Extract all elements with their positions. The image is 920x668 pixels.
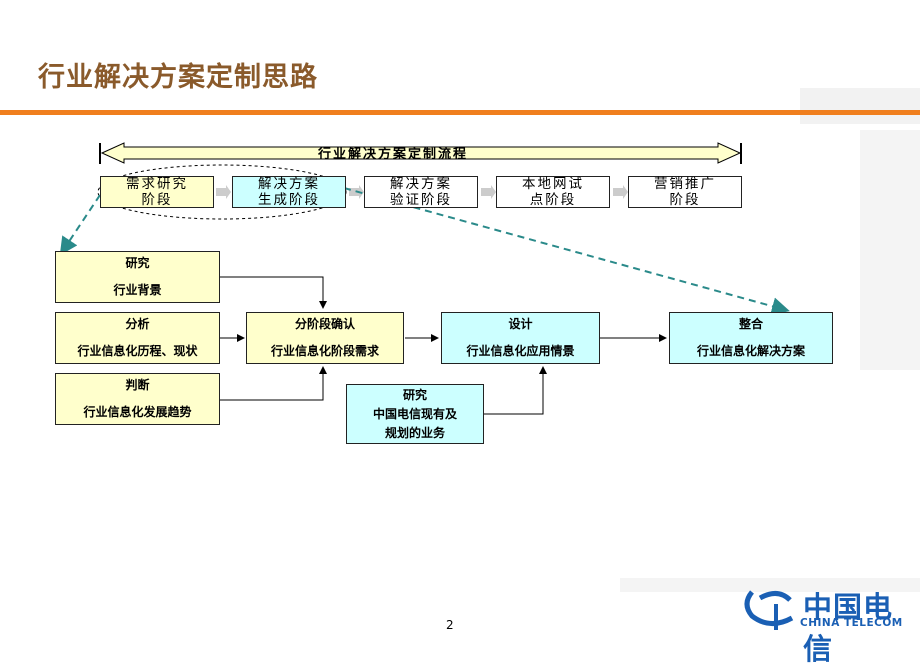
stage-line: 营销推广 — [654, 176, 716, 192]
step-confirm-stage-needs: 分阶段确认 行业信息化阶段需求 — [246, 312, 404, 364]
box-line: 整合 — [738, 317, 763, 331]
box-line: 中国电信现有及 — [372, 406, 457, 421]
box-line: 行业信息化应用情景 — [466, 344, 575, 358]
step-design-application: 设计 行业信息化应用情景 — [441, 312, 600, 364]
stage-solution-validation: 解决方案 验证阶段 — [364, 176, 478, 208]
stage-line: 需求研究 — [126, 176, 188, 192]
stage-local-pilot: 本地网试 点阶段 — [496, 176, 610, 208]
stage-line: 生成阶段 — [258, 192, 320, 208]
stage-line: 解决方案 — [390, 176, 452, 192]
china-telecom-logo-icon — [744, 590, 794, 630]
box-line: 判断 — [125, 378, 150, 392]
logo-english-text: CHINA TELECOM — [800, 617, 903, 629]
stage-line: 阶段 — [669, 192, 701, 208]
flow-label: 行业解决方案定制流程 — [318, 147, 469, 162]
page-number: 2 — [446, 618, 454, 632]
dashed-link-to-integrate — [343, 187, 790, 315]
step-integrate-solution: 整合 行业信息化解决方案 — [669, 312, 833, 364]
input-research-industry-background: 研究 行业背景 — [55, 251, 220, 303]
stage-line: 本地网试 — [522, 176, 584, 192]
stage-highlight-ellipse — [97, 164, 347, 220]
input-analyze-industry-history: 分析 行业信息化历程、现状 — [55, 312, 220, 364]
box-line: 研究 — [125, 256, 150, 270]
input-judge-development-trend: 判断 行业信息化发展趋势 — [55, 373, 220, 425]
connector-layer — [59, 142, 790, 415]
title-rule — [0, 110, 920, 115]
background-decoration — [620, 578, 920, 592]
stage-line: 阶段 — [141, 192, 173, 208]
box-line: 分阶段确认 — [294, 317, 355, 331]
box-line: 行业信息化解决方案 — [696, 344, 805, 358]
slide: 行业解决方案定制思路 — [0, 62, 920, 666]
box-line: 设计 — [508, 317, 533, 331]
stage-requirement-research: 需求研究 阶段 — [100, 176, 214, 208]
box-line: 分析 — [125, 317, 150, 331]
box-line: 行业信息化历程、现状 — [77, 344, 198, 358]
process-arrow — [99, 142, 742, 164]
box-line: 行业信息化发展趋势 — [83, 405, 192, 419]
stage-marketing-promotion: 营销推广 阶段 — [628, 176, 742, 208]
box-line: 行业信息化阶段需求 — [270, 344, 379, 358]
background-decoration — [860, 130, 920, 370]
box-line: 行业背景 — [113, 283, 162, 297]
box-line: 研究 — [402, 387, 427, 402]
stage-line: 验证阶段 — [390, 192, 452, 208]
slide-title: 行业解决方案定制思路 — [38, 62, 318, 93]
box-line: 规划的业务 — [384, 425, 445, 440]
input-research-telecom-services: 研究 中国电信现有及 规划的业务 — [346, 384, 484, 444]
background-decoration — [800, 88, 920, 124]
stage-solution-generation: 解决方案 生成阶段 — [232, 176, 346, 208]
stage-line: 解决方案 — [258, 176, 320, 192]
stage-line: 点阶段 — [529, 192, 577, 208]
